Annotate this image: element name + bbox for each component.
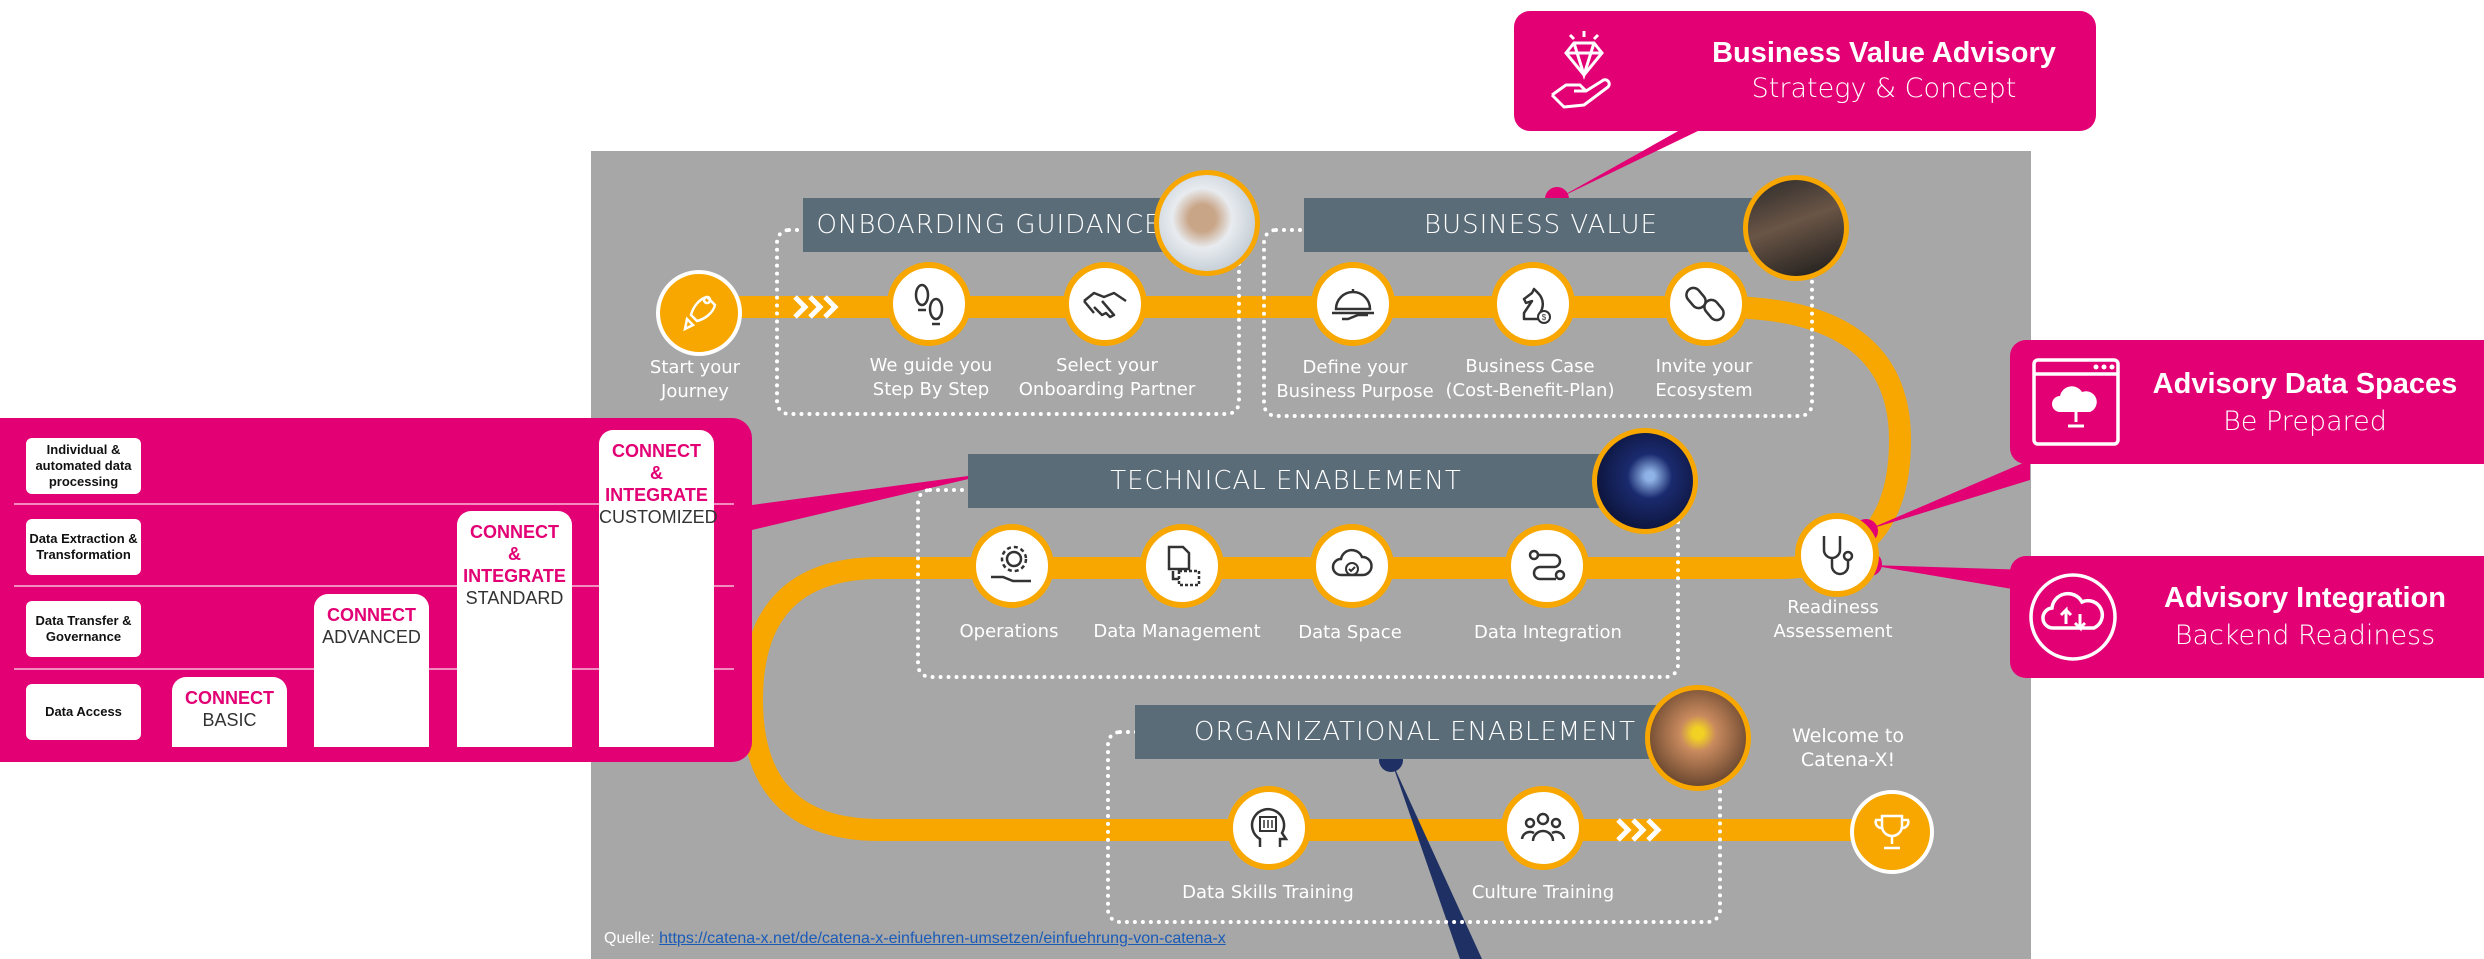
serving-tray-icon [1332,289,1374,321]
step-node [1140,524,1224,608]
start-node [656,270,742,356]
callout-title: Business Value Advisory [1712,37,2056,69]
callout-subtitle: Be Prepared [2223,406,2387,437]
step-node [1501,786,1585,870]
level-customized: CONNECT & INTEGRATE CUSTOMIZED [599,430,718,747]
connect-levels-panel: Individual & automated data processing D… [0,418,752,762]
step-label-data-management: Data Management [1093,621,1261,642]
technical-banner: TECHNICAL ENABLEMENT [968,454,1604,508]
pointer-organizational [1391,760,1482,959]
level-tier: CUSTOMIZED [599,507,718,527]
step-node [1311,262,1395,346]
readiness-node [1795,513,1879,597]
advisory-integration-callout: Advisory Integration Backend Readiness [2010,556,2484,678]
laptop-photo [1743,175,1849,281]
step-node [1063,262,1147,346]
chevrons-start [793,295,839,319]
trophy-icon [1874,814,1910,850]
step-label-data-integration: Data Integration [1474,622,1622,643]
footprints-icon [914,283,944,326]
step-node [887,262,971,346]
chain-link-icon [1685,286,1725,322]
pointer-connect [752,472,998,530]
organizational-banner: ORGANIZATIONAL ENABLEMENT [1135,705,1695,759]
level-standard: CONNECT & INTEGRATE STANDARD [457,511,572,747]
callout-title: Advisory Data Spaces [2152,368,2458,400]
source-line: Quelle: https://catena-x.net/de/catena-x… [604,930,1226,948]
source-link[interactable]: https://catena-x.net/de/catena-x-einfueh… [659,930,1226,947]
stethoscope-icon [1822,536,1854,576]
step-node [1664,262,1748,346]
step-node: $ [1491,262,1575,346]
step-node [970,524,1054,608]
step-node [1227,786,1311,870]
advisory-data-spaces-callout: Advisory Data Spaces Be Prepared [2010,340,2484,464]
pointer-dataspaces [1867,460,2030,530]
step-node [1310,524,1394,608]
group-people-icon [1520,812,1566,842]
document-flow-icon [1167,545,1201,587]
row-label-extraction: Data Extraction & Transformation [26,519,141,575]
chess-knight-icon: $ [1522,287,1551,324]
team-hands-photo [1154,170,1260,276]
step-label-data-space: Data Space [1298,622,1402,643]
step-node [1505,524,1589,608]
business-value-banner: BUSINESS VALUE [1304,198,1778,252]
diamond-hand-icon [1550,31,1611,109]
level-tier: STANDARD [465,588,564,608]
handshake-icon [1083,291,1127,319]
seedling-hands-photo [1645,685,1751,791]
rocket-launch-photo [1592,428,1698,534]
head-chip-icon [1250,807,1289,847]
business-value-advisory-callout: Business Value Advisory Strategy & Conce… [1514,11,2096,131]
row-divider [14,503,734,505]
row-divider [14,585,734,587]
source-prefix: Quelle: [604,930,660,947]
step-label-culture: Culture Training [1471,882,1615,903]
rocket-icon [683,295,717,332]
level-name: CONNECT [185,688,274,708]
step-label-data-skills: Data Skills Training [1182,882,1354,903]
gear-hand-icon [991,545,1031,583]
svg-text:$: $ [1542,313,1547,322]
cloud-upload-download-icon [2029,573,2117,661]
pointer-integration [1870,565,2030,592]
level-tier: ADVANCED [322,627,421,647]
row-label-transfer: Data Transfer & Governance [26,601,141,657]
level-tier: BASIC [202,710,257,730]
level-name: CONNECT & INTEGRATE [463,522,566,586]
pointer-business [1557,130,1700,199]
integration-flow-icon [1528,549,1566,581]
level-name: CONNECT & INTEGRATE [605,441,708,505]
step-label-operations: Operations [959,621,1059,642]
row-label-access: Data Access [26,684,141,740]
row-label-processing: Individual & automated data processing [26,438,141,494]
cloud-window-icon [2032,358,2120,446]
cloud-check-icon [1331,548,1373,577]
callout-title: Advisory Integration [2164,582,2446,614]
onboarding-banner: ONBOARDING GUIDANCE [803,198,1175,252]
level-advanced: CONNECT ADVANCED [314,594,429,747]
callout-subtitle: Backend Readiness [2174,620,2436,651]
level-name: CONNECT [327,605,416,625]
level-basic: CONNECT BASIC [172,677,287,747]
step-label-business-case: Business Case(Cost-Benefit-Plan) [1445,356,1615,401]
callout-subtitle: Strategy & Concept [1751,73,2017,104]
goal-node [1850,790,1934,874]
chevrons-end [1616,818,1662,842]
